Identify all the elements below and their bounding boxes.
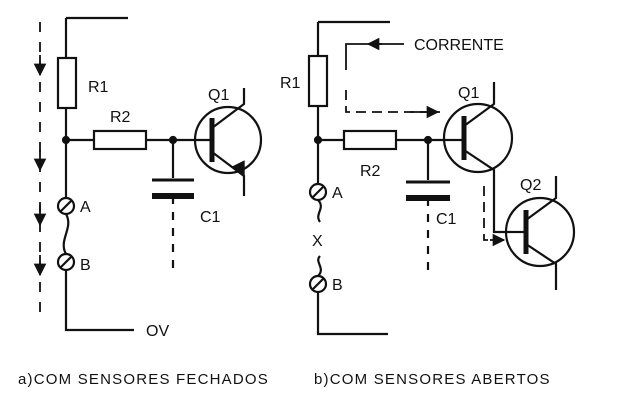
b-sensor-b-mark <box>311 277 325 291</box>
b-label-a: A <box>332 185 343 202</box>
circuit-b <box>307 20 576 336</box>
b-q2-transistor <box>504 196 576 268</box>
a-label-b: B <box>80 257 91 274</box>
b-label-q2: Q2 <box>520 177 541 194</box>
b-current-in <box>345 43 404 70</box>
b-q1-emitter <box>463 149 510 234</box>
a-label-ov: OV <box>146 323 169 340</box>
a-q1-emitter <box>211 151 246 196</box>
b-current-down <box>345 90 440 113</box>
a-label-r1: R1 <box>88 79 109 96</box>
b-q1-transistor <box>442 102 514 174</box>
b-r1-resistor <box>307 54 329 108</box>
a-b-to-ground <box>64 270 134 332</box>
a-label-a: A <box>80 199 91 216</box>
b-label-b: B <box>332 277 343 294</box>
a-label-q1: Q1 <box>208 87 229 104</box>
b-q1-collector <box>463 82 496 127</box>
b-q2-collector <box>525 176 558 221</box>
circuit-a <box>33 16 263 332</box>
a-q1-collector <box>211 88 246 129</box>
b-label-r1: R1 <box>280 75 301 92</box>
caption-a: a)COM SENSORES FECHADOS <box>18 371 269 388</box>
a-label-c1: C1 <box>200 209 221 226</box>
b-label-c1: C1 <box>436 211 457 228</box>
b-b-to-ground <box>316 292 388 336</box>
b-sensor-b-wire <box>317 255 322 277</box>
a-r2-resistor <box>92 129 148 151</box>
b-label-corrente: CORRENTE <box>414 37 504 54</box>
caption-b: b)COM SENSORES ABERTOS <box>314 371 551 388</box>
a-label-r2: R2 <box>110 109 131 126</box>
b-sensor-a-wire <box>317 199 322 223</box>
a-sensor-b-mark <box>59 255 73 269</box>
a-sensor-wire <box>62 213 70 255</box>
a-r1-resistor <box>56 56 78 110</box>
b-sensor-a-mark <box>311 185 325 199</box>
b-q2-emitter <box>525 243 558 290</box>
b-r2-resistor <box>342 129 398 151</box>
b-label-x: X <box>312 233 323 250</box>
b-label-r2: R2 <box>360 163 381 180</box>
a-sensor-a-mark <box>59 199 73 213</box>
b-label-q1: Q1 <box>458 85 479 102</box>
